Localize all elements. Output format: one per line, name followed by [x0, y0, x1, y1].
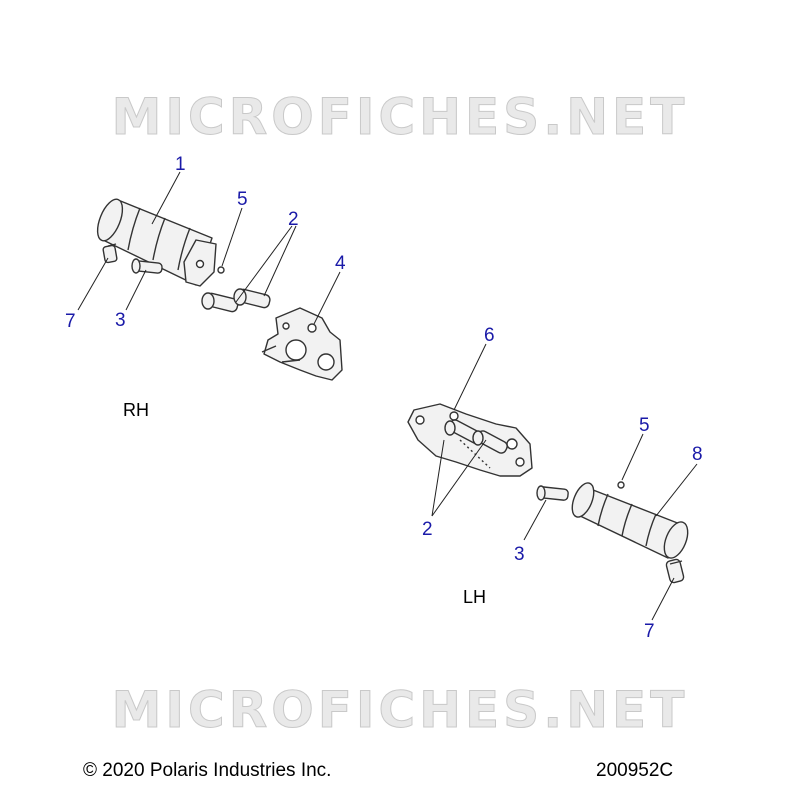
watermark-bottom: MICROFICHES.NET: [111, 681, 689, 739]
side-label-rh: RH: [123, 400, 149, 420]
lh-bolts-2-part: [444, 419, 508, 454]
callout-lh-8: 8: [692, 444, 703, 465]
rh-pin-7-part: [102, 243, 118, 264]
callout-lh-2: 2: [422, 519, 433, 540]
callout-rh-7: 7: [65, 311, 76, 332]
callout-rh-4: 4: [335, 253, 346, 274]
diagram-code: 200952C: [596, 760, 674, 781]
callout-rh-2: 2: [288, 209, 299, 230]
leader-lines: [77, 171, 698, 621]
callout-lh-3: 3: [514, 544, 525, 565]
copyright-text: © 2020 Polaris Industries Inc.: [83, 760, 332, 781]
callout-lh-7: 7: [644, 621, 655, 642]
rh-bracket-4-part: [261, 307, 343, 381]
callout-lh-6: 6: [484, 325, 495, 346]
lh-footpeg-part: [571, 482, 689, 559]
rh-bolt-3-part: [131, 258, 163, 274]
lh-bolt-3-part: [536, 485, 569, 501]
lh-o-ring-part: [617, 481, 625, 489]
rh-bolts-2-part: [201, 288, 271, 313]
watermark-top: MICROFICHES.NET: [111, 88, 689, 146]
rh-o-ring-part: [217, 266, 225, 274]
callout-rh-1: 1: [175, 154, 186, 175]
callout-lh-5: 5: [639, 415, 650, 436]
lh-pin-7-part: [665, 558, 685, 584]
rh-footpeg-part: [96, 198, 217, 287]
side-label-lh: LH: [463, 587, 487, 607]
callout-rh-3: 3: [115, 310, 126, 331]
callout-rh-5: 5: [237, 189, 248, 210]
